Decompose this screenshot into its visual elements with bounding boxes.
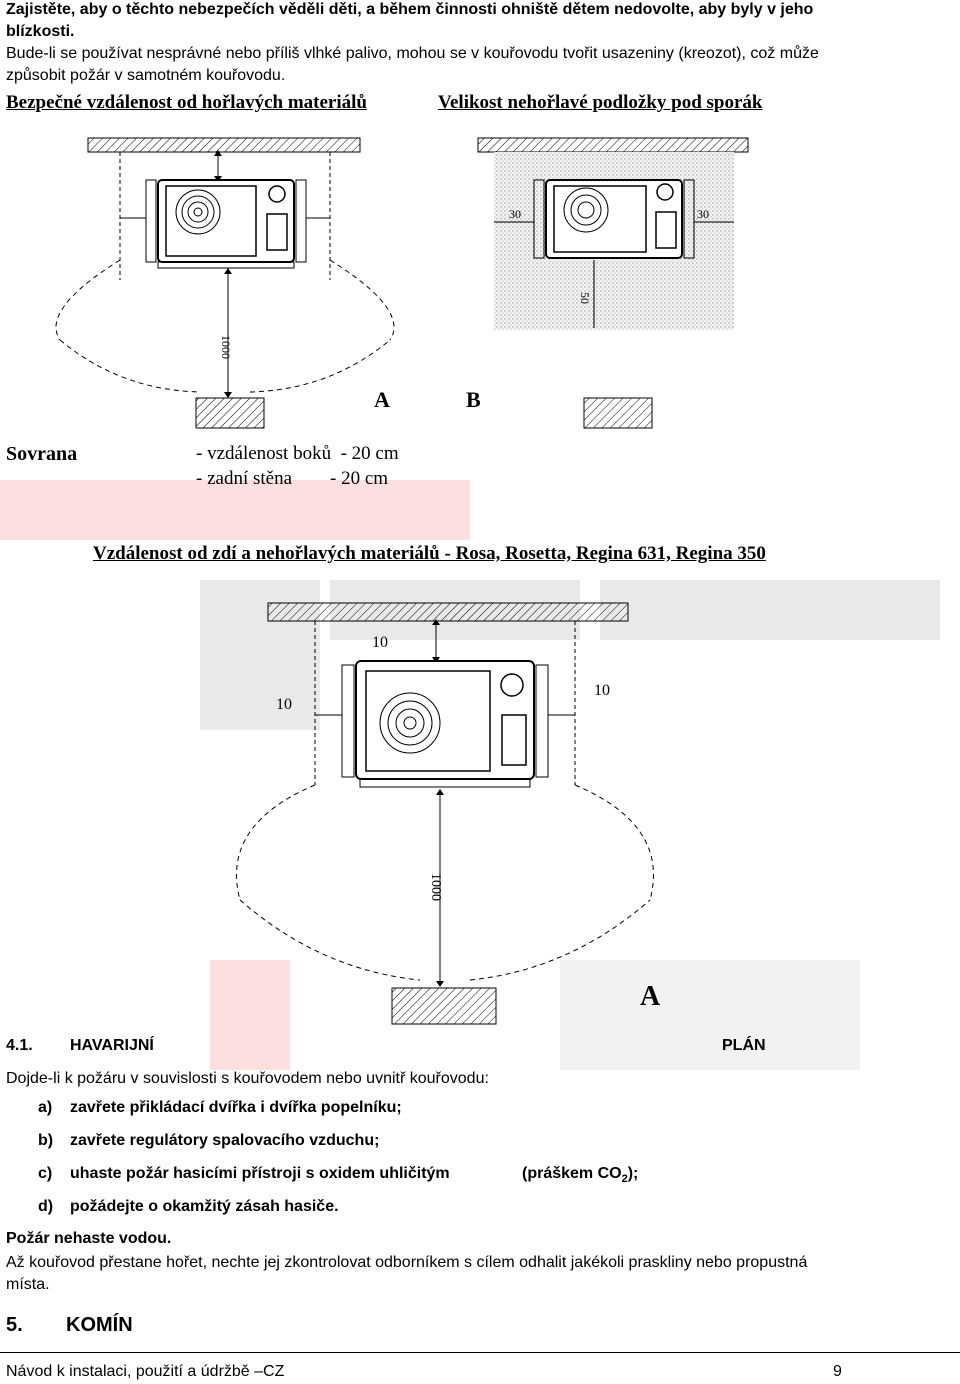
dim-2-left: 10 [276, 696, 292, 713]
item-b-text: zavřete regulátory spalovacího vzduchu; [70, 1132, 380, 1149]
heading-safe-distance: Bezpečné vzdálenost od hořlavých materiá… [6, 92, 367, 113]
sovrana-line-1: - vzdálenost boků - 20 cm [196, 443, 399, 464]
page-number: 9 [833, 1363, 842, 1380]
intro-line-3: Bude-li se používat nesprávné nebo příli… [6, 45, 819, 62]
stove-b [533, 179, 695, 259]
item-d-text: požádejte o okamžitý zásah hasiče. [70, 1198, 339, 1215]
heading-distance-walls: Vzdálenost od zdí a nehořlavých materiál… [93, 543, 766, 564]
item-c-extra: (práškem CO2); [522, 1165, 639, 1186]
intro-line-2: blízkosti. [6, 23, 75, 40]
chapter-number: 5. [6, 1314, 23, 1336]
object-b [583, 397, 653, 429]
dim-b-right: 30 [697, 207, 709, 221]
object-2 [391, 987, 497, 1025]
item-b-label: b) [38, 1132, 54, 1149]
dim-2-front: 1000 [428, 873, 443, 901]
object-a [195, 397, 265, 429]
wall-2 [267, 602, 629, 622]
item-a-label: a) [38, 1099, 53, 1116]
label-b: B [466, 387, 481, 412]
dim-2-top: 10 [372, 634, 388, 651]
dim-b-left: 30 [509, 207, 521, 221]
wall-a [87, 137, 361, 153]
footer-title: Návod k instalaci, použití a údržbě –CZ [6, 1363, 285, 1380]
dim-b-front: 50 [578, 292, 592, 304]
stove-a [145, 179, 307, 269]
item-d-label: d) [38, 1198, 54, 1215]
note-no-water: Požár nehaste vodou. [6, 1230, 172, 1247]
section-number: 4.1. [6, 1037, 33, 1054]
chapter-title: KOMÍN [66, 1314, 133, 1336]
emergency-title-right: PLÁN [722, 1037, 766, 1054]
item-c-label: c) [38, 1165, 53, 1182]
note-inspect-cont: místa. [6, 1276, 50, 1293]
note-inspect: Až kouřovod přestane hořet, nechte jej z… [6, 1254, 808, 1271]
figure-2: 10 10 10 1000 A [236, 602, 661, 1025]
dim-a-front: 1000 [219, 335, 233, 359]
sovrana-line-2: - zadní stěna - 20 cm [196, 468, 389, 489]
heading-pad-size: Velikost nehořlavé podložky pod sporák [438, 92, 763, 113]
label-2-a: A [640, 981, 661, 1012]
sovrana-name: Sovrana [6, 443, 78, 465]
figure-ab: 1000 30 30 50 A B [55, 137, 749, 429]
stove-2 [341, 660, 549, 788]
emergency-intro: Dojde-li k požáru v souvislosti s kouřov… [6, 1070, 489, 1087]
wall-b [477, 137, 749, 153]
intro-line-1: Zajistěte, aby o těchto nebezpečích vědě… [6, 1, 814, 18]
item-a-text: zavřete přikládací dvířka i dvířka popel… [70, 1099, 402, 1116]
intro-line-4: způsobit požár v samotném kouřovodu. [6, 67, 286, 84]
label-a: A [374, 387, 390, 412]
item-c-text: uhaste požár hasicími přístroji s oxidem… [70, 1165, 450, 1182]
footer-divider [0, 1352, 960, 1353]
dim-2-right: 10 [594, 682, 610, 699]
emergency-title-left: HAVARIJNÍ [70, 1037, 154, 1054]
